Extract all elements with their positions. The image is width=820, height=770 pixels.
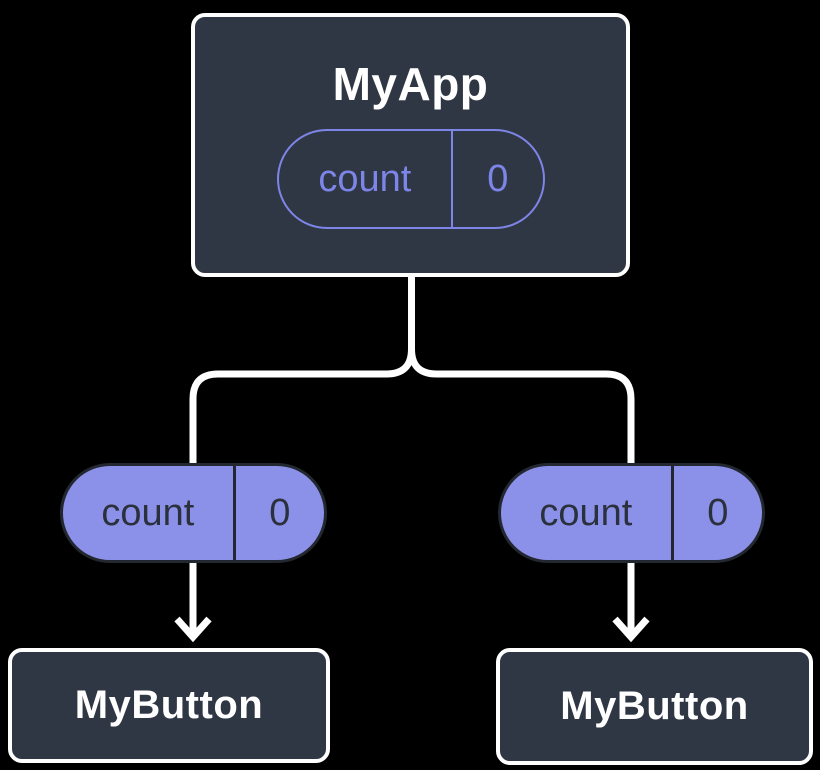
prop-pill-right-name: count xyxy=(501,466,674,560)
prop-pill-left-value: 0 xyxy=(269,492,291,534)
arrowhead-down-left-icon xyxy=(174,616,212,643)
prop-pill-right-value: 0 xyxy=(707,492,729,534)
mybutton-node-left: MyButton xyxy=(8,648,330,763)
state-pill-value: 0 xyxy=(487,158,509,200)
state-pill-name: count xyxy=(279,131,453,227)
myapp-node-label: MyApp xyxy=(332,58,489,110)
myapp-node: MyApp count 0 xyxy=(191,13,630,277)
prop-pill-left: count 0 xyxy=(60,463,327,563)
mybutton-node-right: MyButton xyxy=(496,648,813,765)
arrowhead-down-right-icon xyxy=(612,616,650,643)
prop-pill-right: count 0 xyxy=(498,463,765,563)
mybutton-right-label: MyButton xyxy=(560,684,749,728)
connector-right-branch xyxy=(408,348,635,467)
prop-pill-left-name: count xyxy=(63,466,236,560)
state-pill: count 0 xyxy=(277,129,545,229)
connector-left-branch xyxy=(189,272,415,467)
mybutton-left-label: MyButton xyxy=(74,683,264,727)
